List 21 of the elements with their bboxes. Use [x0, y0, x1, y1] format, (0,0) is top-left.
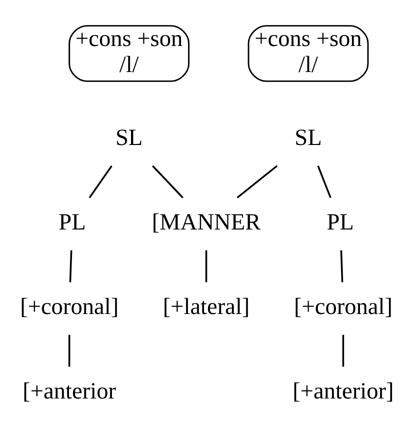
node-text: PL: [326, 209, 354, 236]
connector: [205, 250, 208, 282]
node-text: [+anterior]: [292, 378, 394, 404]
connector: [342, 334, 344, 367]
connector: [69, 250, 72, 282]
connector: [152, 165, 184, 198]
node-text: [MANNER: [152, 209, 261, 236]
node-text: SL: [294, 124, 322, 151]
node-text: SL: [115, 124, 143, 151]
connector: [68, 334, 70, 367]
connector: [340, 250, 344, 282]
node-text: [+lateral]: [162, 294, 250, 320]
node-box: +cons +son /l/: [248, 25, 369, 82]
node-text: [+coronal]: [20, 294, 119, 320]
node-box: +cons +son /l/: [68, 25, 190, 82]
connector: [317, 166, 332, 198]
node-text: PL: [58, 209, 86, 236]
connector: [88, 165, 112, 198]
node-text: [+coronal]: [294, 294, 392, 320]
node-text: [+anterior: [22, 378, 116, 404]
connector: [236, 165, 278, 198]
